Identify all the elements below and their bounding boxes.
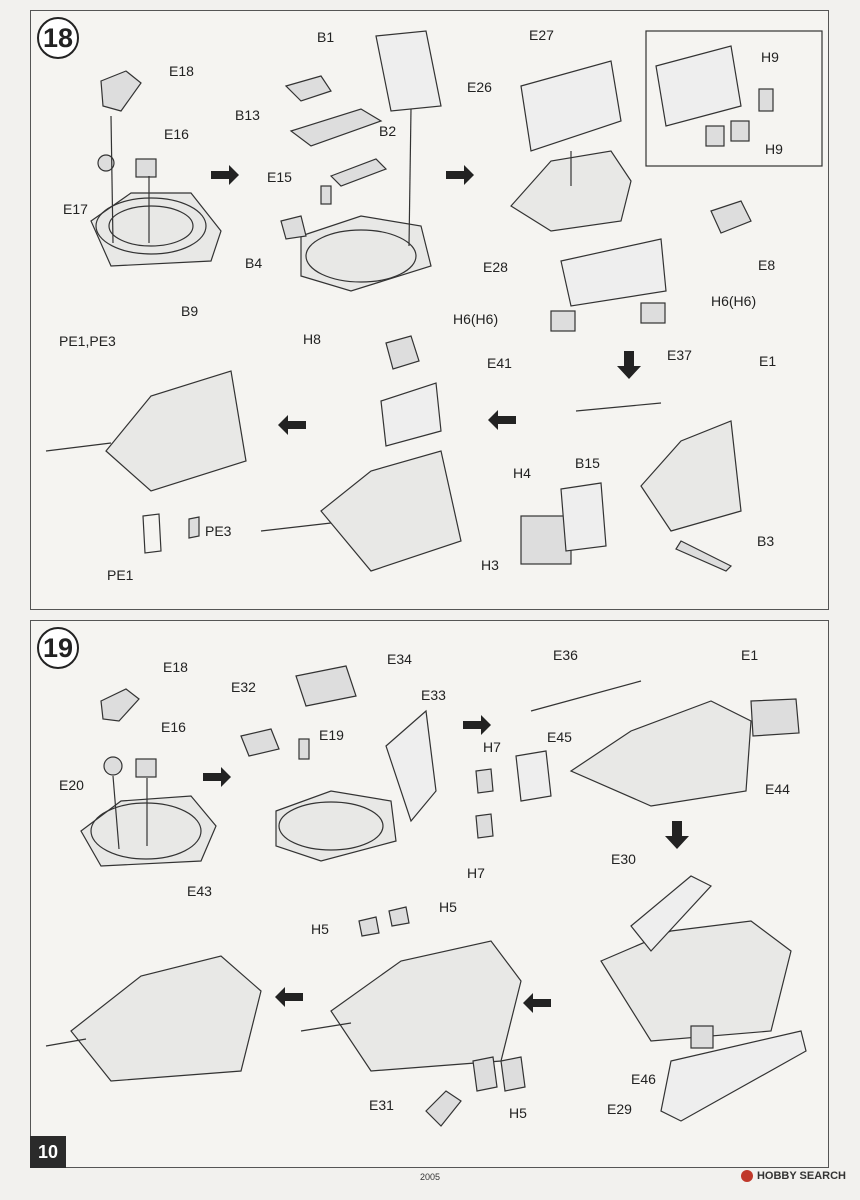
part-label: E44 [765,781,790,797]
part-label: H6(H6) [711,293,757,309]
part-label: H9 [761,49,779,65]
part-label: E37 [667,347,692,363]
part-label: E20 [59,777,84,793]
part-label: B15 [575,455,600,471]
part-label: E30 [611,851,636,867]
step-19-drawing [45,665,807,1127]
part-label: E19 [319,727,344,743]
part-label: H5 [439,899,457,915]
print-code: 2005 [419,1172,441,1182]
part-label: E28 [483,259,508,275]
part-label: H3 [481,557,499,573]
part-label: E1 [759,353,777,369]
part-label: B13 [235,107,260,123]
part-label: PE1,PE3 [59,333,116,349]
part-label: E45 [547,729,572,745]
step-18-panel: 18 [30,10,829,610]
part-label: H8 [303,331,321,347]
part-label: H7 [467,865,485,881]
part-label: B3 [757,533,775,549]
step-number: 19 [37,627,79,669]
part-label: H4 [513,465,531,481]
part-label: E36 [553,647,578,663]
part-label: E27 [529,27,554,43]
part-label: E16 [161,719,186,735]
part-label: H9 [765,141,783,157]
part-label: H5 [311,921,329,937]
part-label: E18 [169,63,194,79]
page-number: 10 [30,1136,66,1168]
part-label: E16 [164,126,189,142]
part-label: E46 [631,1071,656,1087]
watermark: HOBBY SEARCH [740,1170,846,1182]
part-label: E29 [607,1101,632,1117]
part-label: H6(H6) [453,311,499,327]
step-19-panel: 19 [30,620,829,1168]
part-label: E43 [187,883,212,899]
part-label: H5 [509,1105,527,1121]
part-label: E8 [758,257,776,273]
part-label: E18 [163,659,188,675]
part-label: B4 [245,255,263,271]
watermark-text: HOBBY SEARCH [756,1170,846,1182]
part-label: B1 [317,29,335,45]
part-label: E34 [387,651,412,667]
watermark-logo-icon [740,1170,753,1182]
part-label: E17 [63,201,88,217]
step-number: 18 [37,17,79,59]
step-18-drawing [45,30,823,572]
part-label: E32 [231,679,256,695]
part-label: H7 [483,739,501,755]
part-label: E1 [741,647,759,663]
part-label: PE1 [107,567,134,583]
part-label: B9 [181,303,199,319]
part-label: E15 [267,169,292,185]
part-label: E26 [467,79,492,95]
part-label: B2 [379,123,397,139]
part-label: E33 [421,687,446,703]
part-label: E41 [487,355,512,371]
part-label: PE3 [205,523,232,539]
part-label: E31 [369,1097,394,1113]
